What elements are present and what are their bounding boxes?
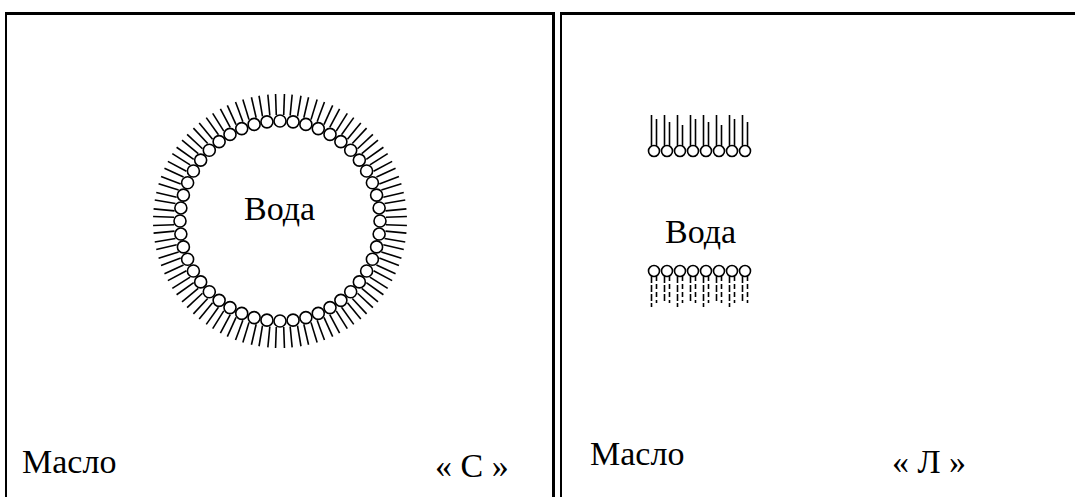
node-text: « С » [435,447,509,484]
node-text: Масло [22,443,116,480]
node-text: Вода [244,190,315,227]
micelle-node: Вода [150,91,410,351]
node-text: Масло [590,435,684,472]
panel: Масло « С » Вода [5,12,555,497]
region-label: Вода [665,213,736,250]
panel: Масло « Л » Вода [560,12,1075,497]
node-text: « Л » [892,443,966,480]
lipid-layers [562,15,1075,497]
